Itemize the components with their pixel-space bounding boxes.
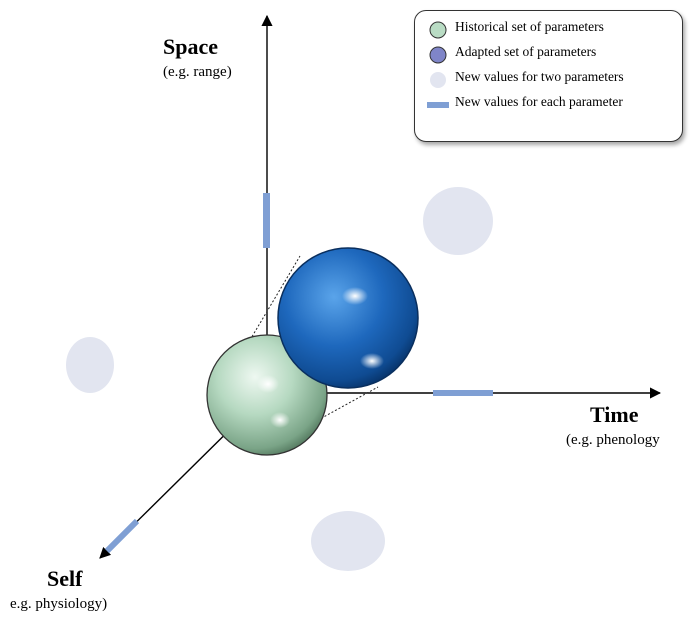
legend-label: Historical set of parameters — [455, 19, 604, 34]
pale-disc-bottom — [311, 511, 385, 571]
connector-bottom — [299, 386, 379, 431]
space-axis-bar — [263, 193, 270, 248]
legend-item-two-params: New values for two parameters — [415, 65, 682, 90]
self-axis-bar — [104, 518, 140, 554]
legend-item-historical: Historical set of parameters — [415, 15, 682, 40]
blue-bar-icon — [427, 102, 449, 108]
pale-disc-icon — [430, 72, 446, 88]
self-axis-title: Self — [47, 566, 83, 591]
legend-label: New values for two parameters — [455, 69, 624, 84]
green-sphere-icon — [429, 21, 447, 39]
legend-label: Adapted set of parameters — [455, 44, 597, 59]
blue-sphere-icon — [429, 46, 447, 64]
self-axis-subtitle: e.g. physiology) — [10, 596, 108, 612]
legend: Historical set of parameters Adapted set… — [414, 10, 683, 142]
legend-item-each-param: New values for each parameter — [415, 90, 682, 115]
legend-label: New values for each parameter — [455, 94, 623, 109]
pale-disc-upper-right — [423, 187, 493, 255]
adapted-sphere — [277, 247, 419, 389]
space-axis-title: Space — [163, 34, 218, 59]
time-axis-title: Time — [590, 402, 639, 427]
pale-disc-left — [66, 337, 114, 393]
connector-top — [249, 255, 301, 341]
time-axis-bar — [433, 390, 493, 396]
legend-item-adapted: Adapted set of parameters — [415, 40, 682, 65]
time-axis-subtitle: (e.g. phenology — [566, 432, 660, 448]
space-axis-subtitle: (e.g. range) — [163, 64, 232, 80]
